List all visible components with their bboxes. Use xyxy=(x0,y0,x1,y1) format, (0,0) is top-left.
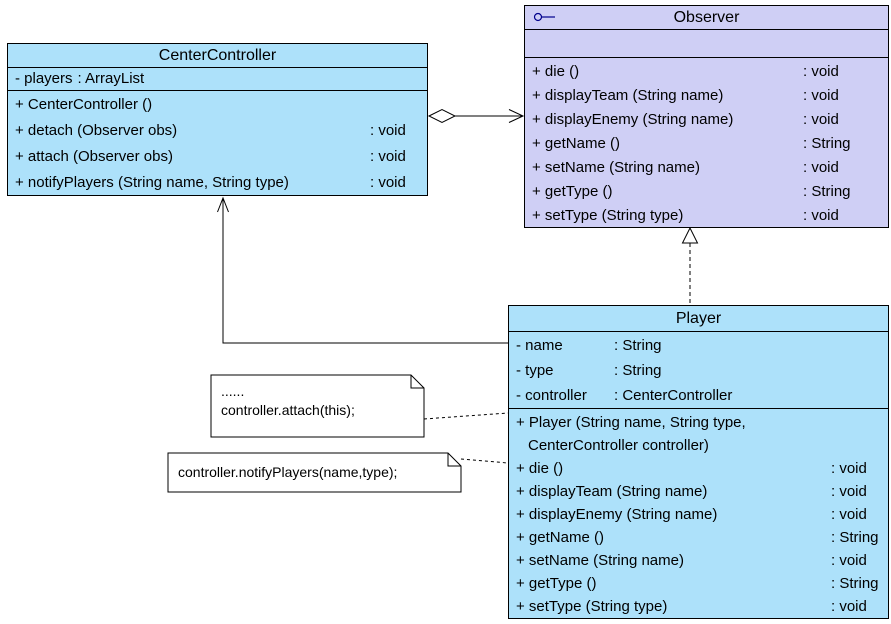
method-row: + getName () : String xyxy=(516,529,879,546)
association-edge[interactable] xyxy=(217,196,509,344)
note-attach-shape[interactable] xyxy=(210,374,509,438)
method-row: + displayTeam (String name) : void xyxy=(532,87,839,104)
attribute-name: - players xyxy=(15,70,73,87)
attributes-compartment-empty xyxy=(525,30,888,58)
hollow-triangle-arrowhead xyxy=(681,226,699,244)
attribute-row: - controller : CenterController xyxy=(516,387,733,404)
note-fold-corner xyxy=(447,453,461,467)
note-line: controller.attach(this); xyxy=(221,402,355,418)
attribute-row: - players : ArrayList xyxy=(8,68,427,90)
open-arrowhead xyxy=(217,196,229,213)
note-notify-shape[interactable] xyxy=(167,452,509,493)
method-row: + setType (String type) : void xyxy=(516,598,867,615)
aggregation-diamond xyxy=(427,108,457,124)
method-row: + getName () : String xyxy=(532,135,851,152)
methods-compartment: + Player (String name, String type, Cent… xyxy=(509,409,888,618)
methods-compartment: + die () : void + displayTeam (String na… xyxy=(525,58,888,228)
aggregation-edge[interactable] xyxy=(427,108,525,124)
interface-lollipop-icon xyxy=(533,11,557,23)
method-row: + detach (Observer obs) : void xyxy=(15,122,406,139)
class-title: Observer xyxy=(525,6,888,30)
method-row: + getType () : String xyxy=(532,183,851,200)
realization-edge[interactable] xyxy=(681,226,699,305)
class-player[interactable]: Player - name : String - type : String -… xyxy=(508,305,889,619)
method-row: + die () : void xyxy=(532,63,839,80)
attributes-compartment: - name : String - type : String - contro… xyxy=(509,332,888,409)
class-title: Player xyxy=(509,306,888,332)
attribute-row: - name : String xyxy=(516,337,662,354)
method-row: + setName (String name) : void xyxy=(516,552,867,569)
method-row: + setType (String type) : void xyxy=(532,207,839,224)
note-line: ...... xyxy=(221,383,245,399)
attribute-row: - type : String xyxy=(516,362,662,379)
method-row: + notifyPlayers (String name, String typ… xyxy=(15,174,406,191)
class-name-label: Observer xyxy=(673,9,740,26)
note-attach-text[interactable]: ...... controller.attach(this); xyxy=(221,382,355,420)
method-row-continuation: CenterController controller) xyxy=(528,437,709,454)
method-row: + displayEnemy (String name) : void xyxy=(532,111,839,128)
method-row: + die () : void xyxy=(516,460,867,477)
method-row: + setName (String name) : void xyxy=(532,159,839,176)
attributes-compartment: - players : ArrayList xyxy=(8,68,427,91)
methods-compartment: + CenterController () + detach (Observer… xyxy=(8,91,427,196)
note-line: controller.notifyPlayers(name,type); xyxy=(178,464,398,480)
method-row: + CenterController () xyxy=(15,96,153,113)
method-row: + displayTeam (String name) : void xyxy=(516,483,867,500)
attribute-type: : ArrayList xyxy=(77,70,145,87)
method-row: + attach (Observer obs) : void xyxy=(15,148,406,165)
method-row: + Player (String name, String type, xyxy=(516,414,746,431)
open-arrowhead xyxy=(508,109,525,123)
class-observer[interactable]: Observer + die () : void + displayTeam (… xyxy=(524,5,889,228)
method-row: + getType () : String xyxy=(516,575,879,592)
method-row: + displayEnemy (String name) : void xyxy=(516,506,867,523)
note-fold-corner xyxy=(410,375,424,389)
class-title: CenterController xyxy=(8,44,427,68)
note-notify-text[interactable]: controller.notifyPlayers(name,type); xyxy=(178,463,397,482)
class-centercontroller[interactable]: CenterController - players : ArrayList +… xyxy=(7,43,428,196)
